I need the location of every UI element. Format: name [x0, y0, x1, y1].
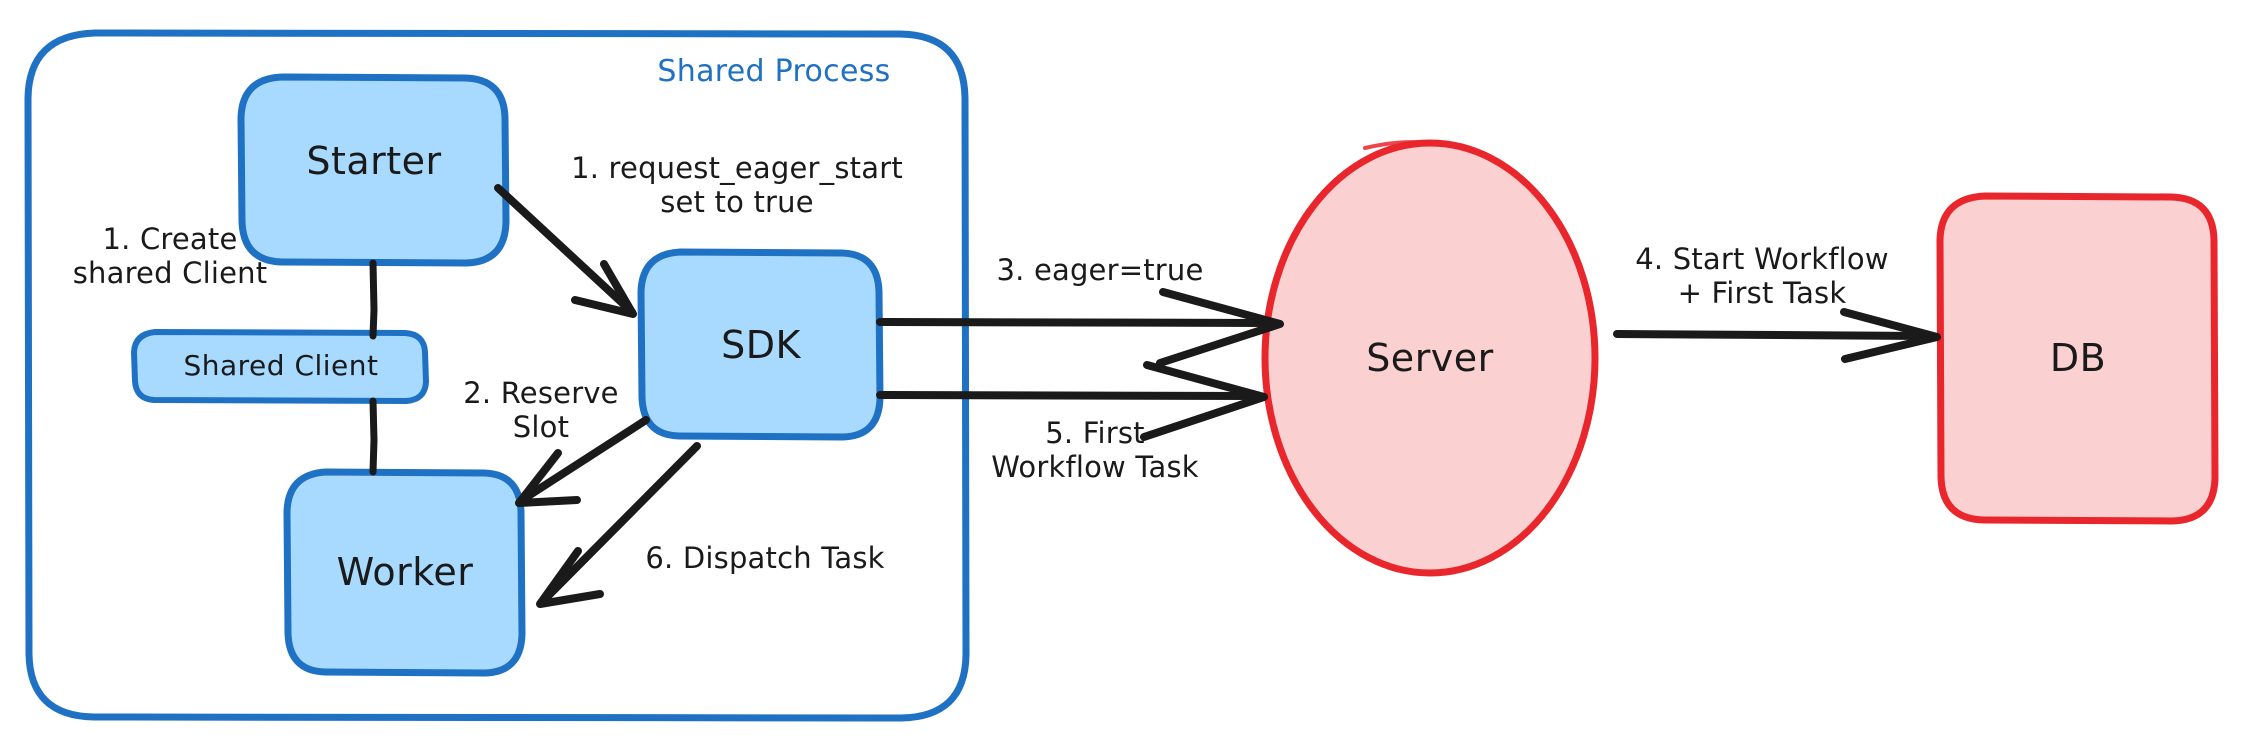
server-sketch-stroke — [1363, 140, 1432, 150]
shared-client-box — [131, 329, 429, 404]
edge-first-workflow-task-arrowhead — [1140, 361, 1268, 441]
node-starter-shape[interactable] — [237, 73, 510, 267]
edge-start-workflow-line — [1613, 330, 1936, 340]
worker-box — [283, 468, 526, 677]
edge-first-workflow-task-line — [876, 391, 1262, 400]
edge-dispatch-task — [536, 442, 701, 608]
db-box — [1936, 192, 2219, 525]
edge-reserve-slot-line — [518, 416, 650, 504]
edge-create-shared-client — [369, 259, 378, 340]
edge-first-workflow-task — [876, 361, 1268, 441]
shared-process-border — [24, 29, 970, 722]
edge-request-eager-start-arrowhead — [571, 260, 637, 318]
node-db-shape[interactable] — [1936, 192, 2219, 525]
edge-reserve-slot-arrowhead — [515, 449, 581, 507]
starter-box — [237, 73, 510, 267]
edge-request-eager-start — [494, 184, 637, 318]
edge-start-workflow-arrowhead — [1840, 308, 1941, 363]
edge-eager-true-arrowhead — [1156, 288, 1284, 367]
sdk-box — [637, 248, 884, 441]
edge-eager-true — [876, 288, 1284, 367]
node-server-shape[interactable] — [1261, 139, 1599, 577]
edge-start-workflow — [1613, 308, 1941, 363]
edge-shared-client-worker-line — [369, 397, 378, 476]
edge-reserve-slot — [515, 416, 650, 507]
edge-request-eager-start-line — [494, 184, 636, 316]
edge-dispatch-task-arrowhead — [536, 547, 604, 608]
node-sdk-shape[interactable] — [637, 248, 884, 441]
shared-process-group — [24, 29, 970, 722]
node-shared-client-shape[interactable] — [131, 329, 429, 404]
edge-shared-client-worker — [369, 397, 378, 476]
node-worker-shape[interactable] — [283, 468, 526, 677]
edge-create-shared-client-line — [369, 259, 378, 340]
edge-eager-true-line — [876, 318, 1279, 327]
server-ellipse — [1261, 139, 1599, 577]
edge-dispatch-task-line — [539, 442, 701, 605]
